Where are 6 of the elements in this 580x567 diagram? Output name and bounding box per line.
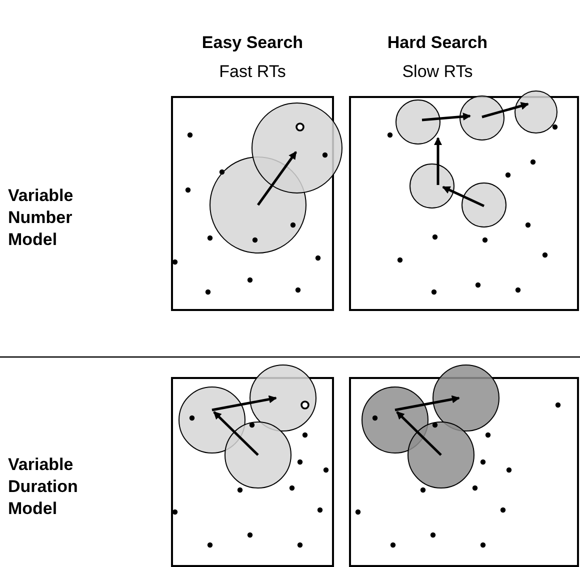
column-subheading: Slow RTs — [401, 62, 474, 82]
column-heading: Easy Search — [200, 33, 304, 53]
column-heading: Hard Search — [386, 33, 489, 53]
row-heading: Variable Number Model — [8, 185, 74, 251]
row-heading: Variable Duration Model — [8, 454, 79, 520]
column-subheading: Fast RTs — [218, 62, 287, 82]
